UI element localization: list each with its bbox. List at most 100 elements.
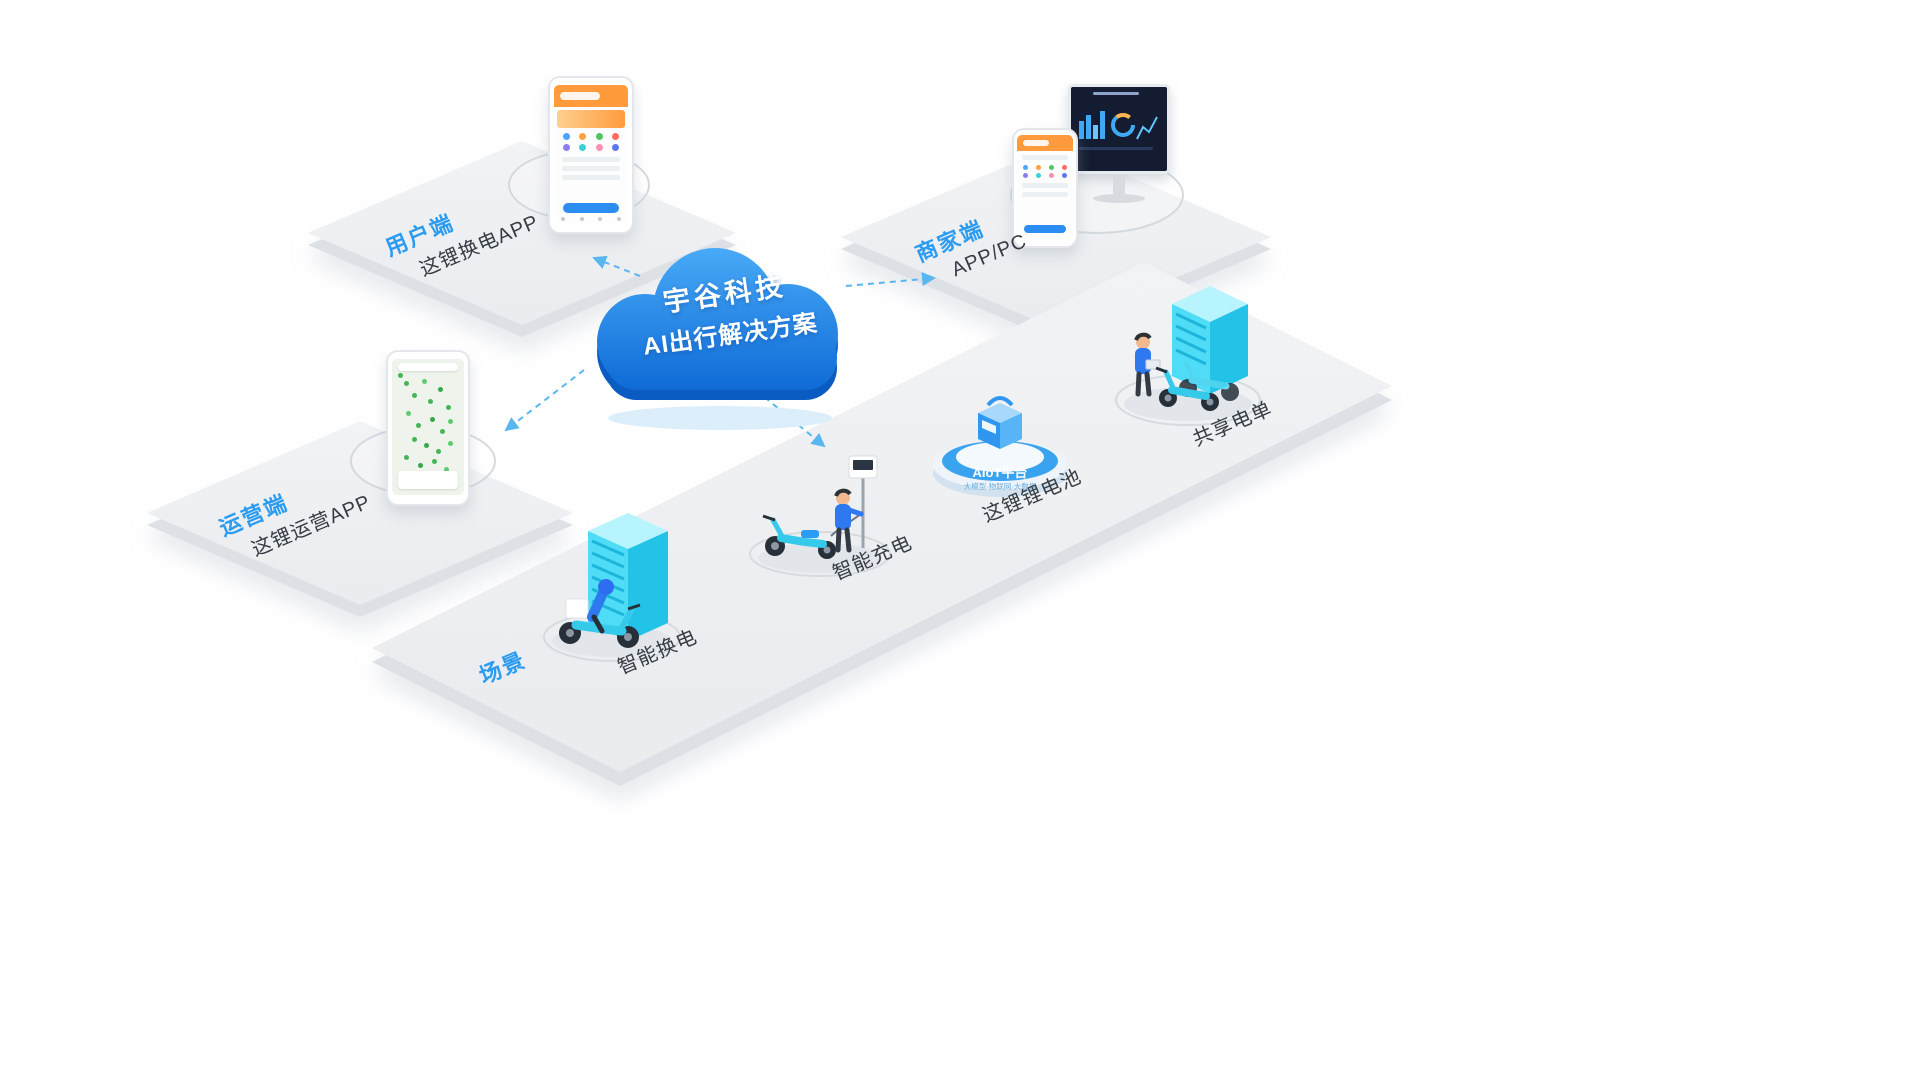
- bar-chart: [1100, 111, 1105, 139]
- smart-charging-illustration: [749, 455, 891, 577]
- wheel-hub: [1164, 394, 1172, 402]
- map-search-bar: [398, 363, 458, 371]
- handlebar: [762, 514, 776, 522]
- dashboard-title-bar: [1093, 92, 1139, 95]
- map-vehicle-dots: [398, 373, 403, 378]
- person-leg: [1144, 371, 1152, 397]
- bar-chart: [1093, 125, 1098, 139]
- person-arm: [846, 507, 864, 517]
- donut-chart: [1111, 113, 1135, 137]
- battery-handle: [986, 396, 1014, 407]
- operator-map-screen: [392, 359, 464, 495]
- app-icon: [1023, 165, 1029, 170]
- monitor-base: [1093, 194, 1145, 203]
- app-icon: [579, 133, 587, 140]
- person-head: [836, 491, 850, 505]
- app-icon: [1048, 165, 1054, 170]
- list-row: [1022, 155, 1068, 160]
- bar-chart: [1079, 121, 1084, 139]
- primary-button: [562, 203, 620, 213]
- merchant-app-header: [1017, 135, 1073, 151]
- cabinet-side: [628, 531, 668, 641]
- scooter-column: [770, 517, 786, 541]
- scooter: [1155, 366, 1219, 411]
- battery-cabinet: [1172, 286, 1248, 394]
- ground-shadow: [1124, 387, 1252, 421]
- person-leg: [1135, 371, 1142, 397]
- app-icon: [595, 133, 603, 140]
- dashboard-screen: [1068, 84, 1170, 174]
- cabinet-slots: [591, 539, 625, 617]
- rider-helmet: [598, 579, 614, 595]
- user-app-icon-grid: [554, 131, 628, 153]
- app-icon: [1061, 173, 1067, 178]
- wheel-hub: [1206, 398, 1214, 406]
- person-leg: [844, 527, 852, 553]
- operator-app-phone: [386, 350, 470, 506]
- merchant-app-screen: [1017, 135, 1073, 239]
- nav-dot: [616, 217, 621, 221]
- handlebar: [627, 603, 641, 611]
- person-head: [1136, 335, 1150, 349]
- rider-leg: [591, 614, 605, 634]
- nav-dot: [561, 217, 566, 221]
- search-bar: [560, 92, 600, 100]
- user-app-banner: [557, 110, 625, 128]
- list-row: [1022, 192, 1068, 197]
- disc-top: [956, 442, 1044, 472]
- shared-ebike-illustration: [1115, 286, 1261, 426]
- aiot-platform-illustration: AIoT平台 大模型·物联网·大数据: [933, 396, 1067, 497]
- nav-dot: [598, 217, 603, 221]
- line-chart: [1136, 116, 1158, 140]
- scooter-body: [777, 534, 827, 548]
- app-icon: [1048, 173, 1054, 178]
- app-icon: [612, 144, 620, 151]
- charging-pole: [830, 455, 878, 548]
- battery-swap-illustration: [543, 513, 681, 662]
- lithium-battery: [978, 396, 1022, 449]
- rider-body: [587, 590, 607, 622]
- battery-side: [1000, 413, 1022, 449]
- scooter-seat: [801, 530, 819, 538]
- app-icon: [595, 144, 603, 151]
- scene-ring: [749, 531, 891, 577]
- user-app-phone: [548, 76, 634, 234]
- person-hair: [1134, 332, 1152, 341]
- delivery-box: [565, 598, 589, 619]
- handlebar: [1155, 366, 1168, 374]
- merchant-app-phone: [1012, 128, 1078, 248]
- app-icon: [612, 133, 620, 140]
- delivery-rider-on-scooter: [559, 579, 641, 648]
- app-icon: [1036, 173, 1042, 178]
- aiot-subtext: 大模型·物联网·大数据: [964, 481, 1037, 491]
- person-hair: [834, 488, 852, 497]
- wheel-hub: [771, 542, 779, 550]
- cloud-shape: [597, 248, 838, 430]
- parked-scooters: [1155, 362, 1239, 411]
- bar-chart: [1086, 115, 1091, 139]
- app-icon: [562, 144, 570, 151]
- user-app-screen: [554, 85, 628, 223]
- list-row: [562, 157, 620, 162]
- wheel-hub: [566, 629, 574, 637]
- map-bottom-card: [398, 471, 458, 489]
- scooter-body: [1188, 376, 1230, 390]
- list-row: [562, 175, 620, 180]
- wheel-hub: [823, 546, 831, 554]
- scooter: [762, 514, 836, 559]
- cloud-body: [597, 248, 838, 390]
- search-bar: [1023, 140, 1049, 146]
- user-app-header: [554, 85, 628, 107]
- wheel-hub: [624, 633, 632, 641]
- app-icon: [1061, 165, 1067, 170]
- cabinet-side: [1210, 304, 1248, 394]
- battery-label: [982, 420, 996, 434]
- dashboard-footer-bar: [1079, 147, 1153, 150]
- operator-person: [1134, 332, 1161, 397]
- scooter-body: [571, 620, 627, 636]
- donut-chart: [1111, 113, 1135, 137]
- dashboard-charts: [1079, 92, 1158, 150]
- cabinet-slots: [1175, 312, 1207, 366]
- merchant-icon-grid: [1017, 164, 1073, 179]
